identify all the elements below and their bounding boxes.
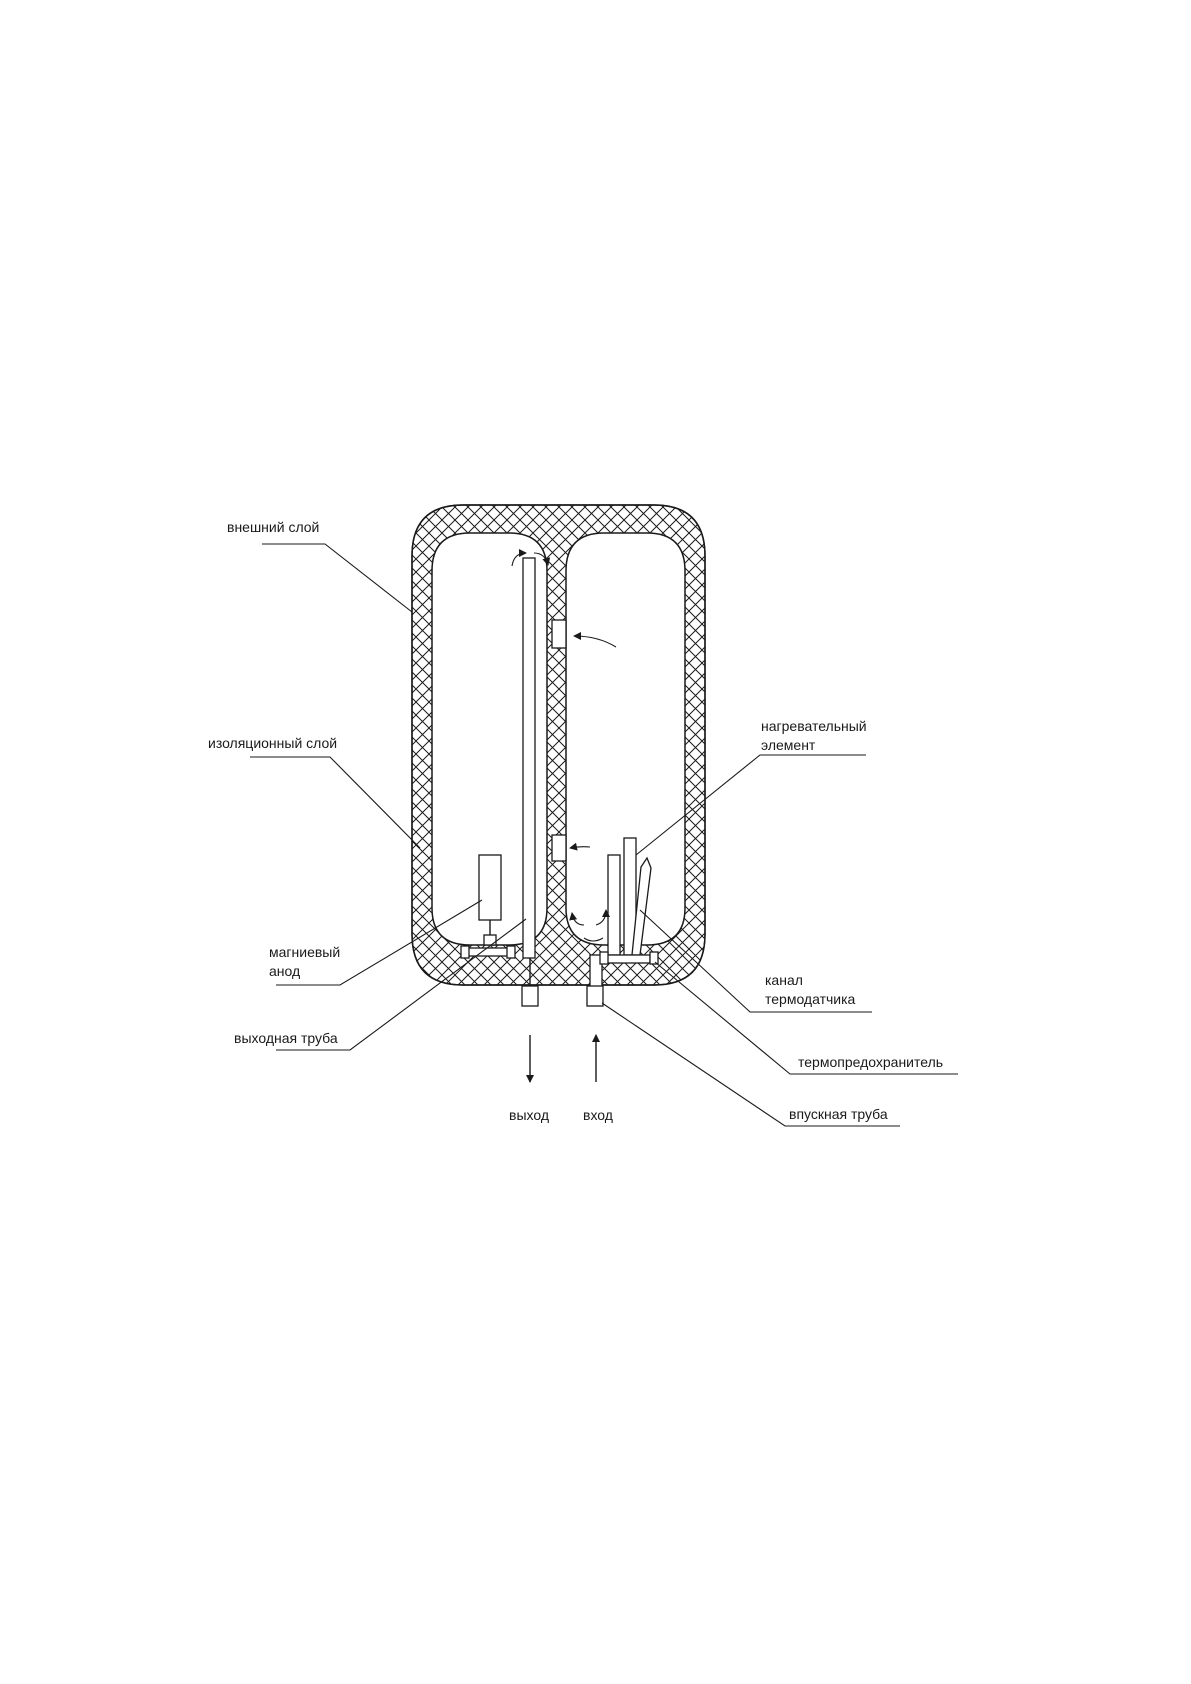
passage-lower: [551, 834, 567, 862]
label-outlet: выход: [509, 1107, 549, 1123]
left-bottom-nut: [460, 945, 470, 959]
label-inlet: вход: [583, 1107, 613, 1123]
outlet-pipe-internal: [522, 557, 536, 959]
leader-heating-element: [635, 754, 866, 856]
flow-arrow-bottom-inner: [583, 937, 604, 942]
label-magnesium-anode-1: магниевый: [269, 944, 340, 960]
label-heating-element-1: нагревательный: [761, 718, 867, 734]
flow-arrow-top-left: [511, 549, 527, 567]
right-bottom-nut-2: [649, 951, 659, 965]
heating-element: [607, 854, 621, 956]
flow-arrow-top-right: [533, 552, 551, 566]
label-outlet-pipe: выходная труба: [234, 1030, 338, 1046]
leader-magnesium-anode: [276, 899, 483, 986]
label-inlet-pipe: впускная труба: [789, 1106, 888, 1122]
flow-arrow-upper-passage: [573, 632, 617, 648]
label-thermosensor-channel-2: термодатчика: [765, 991, 856, 1007]
outlet-pipe-external: [521, 985, 539, 1007]
anode-fitting: [483, 934, 497, 946]
leader-thermosensor-channel: [639, 909, 872, 1013]
passage-upper: [551, 619, 567, 649]
inlet-pipe-external: [586, 985, 604, 1007]
insulation-layer: [411, 504, 706, 986]
leader-outer-layer: [262, 543, 413, 613]
leader-thermal-fuse: [654, 961, 958, 1075]
right-bottom-fitting: [605, 954, 651, 964]
outer-layer: [411, 504, 706, 986]
flow-arrow-bottom-left: [569, 912, 585, 926]
magnesium-anode: [478, 854, 502, 921]
label-heating-element-2: элемент: [761, 737, 816, 753]
leader-inlet-pipe: [601, 1002, 900, 1127]
label-insulation-layer: изоляционный слой: [208, 735, 337, 751]
flow-arrow-bottom-right: [595, 909, 610, 926]
label-outer-layer: внешний слой: [227, 519, 319, 535]
flow-arrow-lower-passage: [569, 842, 591, 851]
leader-outlet-pipe: [276, 918, 527, 1051]
right-bottom-nut: [599, 951, 609, 965]
leader-insulation-layer: [250, 756, 421, 849]
anode-base: [467, 947, 509, 957]
label-magnesium-anode-2: анод: [269, 963, 300, 979]
label-thermal-fuse: термопредохранитель: [798, 1054, 943, 1070]
left-bottom-nut-2: [506, 945, 516, 959]
label-thermosensor-channel-1: канал: [765, 972, 803, 988]
